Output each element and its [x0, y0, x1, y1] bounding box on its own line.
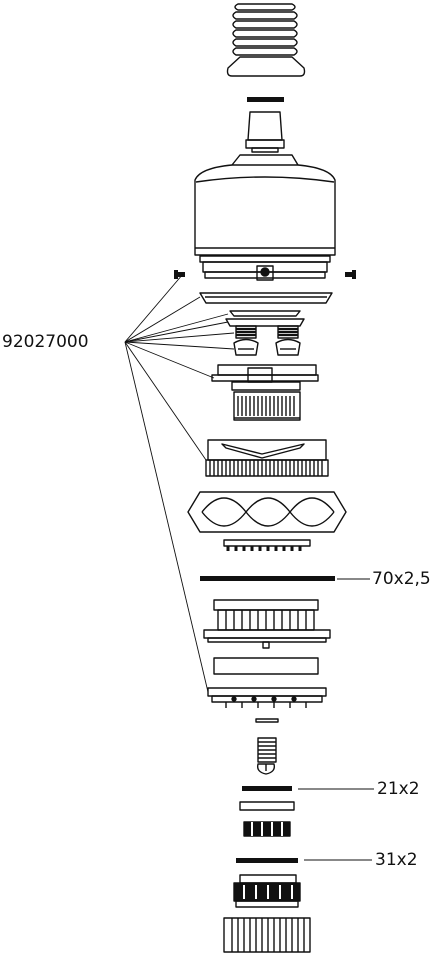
kit-part-number-label: 92027000 — [2, 332, 89, 352]
diaphragm-seal — [225, 310, 305, 327]
side-screw-left — [174, 270, 185, 279]
valve-plate-assembly — [211, 364, 319, 421]
oring-70x2-5-label: 70x2,5 — [372, 569, 431, 589]
bellows-part — [226, 3, 306, 77]
side-screw-right — [345, 270, 356, 279]
brush-part — [205, 439, 329, 477]
comb-plate — [223, 539, 311, 551]
wave-plate — [187, 491, 347, 533]
mid-o-ring — [242, 786, 292, 791]
base-nut — [223, 917, 311, 953]
flange-plate — [199, 292, 333, 304]
top-seal-ring — [247, 97, 284, 102]
foot-plate — [207, 687, 327, 708]
lower-housing — [203, 599, 331, 649]
small-screw — [256, 763, 276, 775]
oring-21x2-label: 21x2 — [377, 779, 420, 799]
filter-screen — [213, 657, 319, 675]
pin — [255, 718, 279, 723]
coupling — [239, 801, 295, 837]
pump-housing — [194, 164, 336, 281]
housing-nozzle — [231, 111, 299, 166]
valve-springs — [235, 325, 299, 339]
small-o-ring — [236, 858, 298, 863]
valve-bodies — [233, 338, 301, 356]
oring-31x2-label: 31x2 — [375, 850, 418, 870]
large-o-ring — [200, 576, 335, 581]
small-spring — [257, 737, 277, 763]
adapter — [233, 874, 301, 908]
kit-leader-lines — [124, 273, 235, 693]
